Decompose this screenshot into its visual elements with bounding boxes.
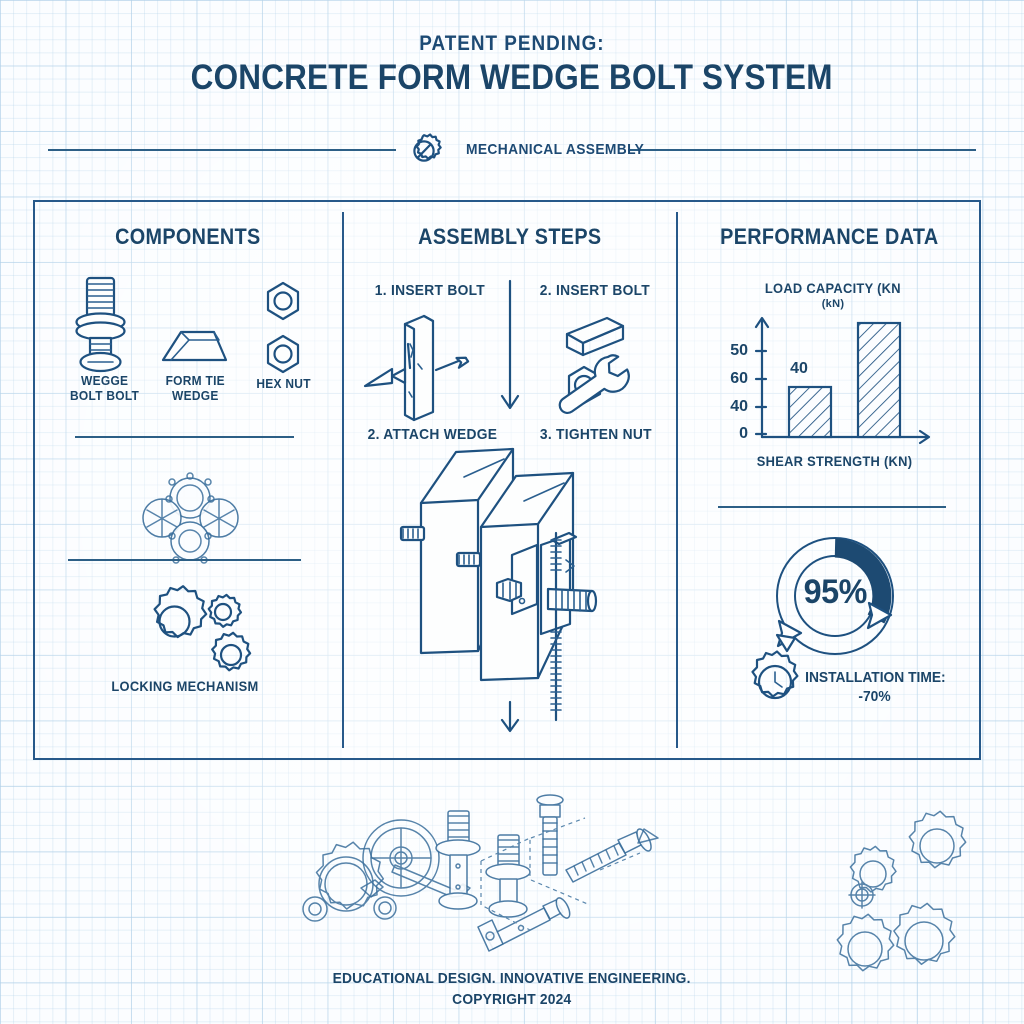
- chart-ytick-1: 60: [730, 370, 748, 387]
- components-rule-2: [68, 559, 301, 561]
- component-label-hex-nut-text: HEX NUT: [256, 376, 312, 391]
- page-title: CONCRETE FORM WEDGE BOLT SYSTEM: [0, 58, 1024, 98]
- step-label-3-text: 2. ATTACH WEDGE: [367, 426, 497, 443]
- header-rule-right: [628, 149, 976, 151]
- chart-ytick-2: 40: [730, 398, 748, 415]
- chart-ytick-3: 0: [739, 425, 748, 442]
- column-title-performance-text: PERFORMANCE DATA: [720, 224, 939, 249]
- step-label-2: 2. INSERT BOLT: [520, 282, 670, 299]
- chart-ytick-0: 50: [730, 342, 748, 359]
- installation-time-stat: INSTALLATION TIME: -70%: [790, 668, 960, 706]
- chart-title: LOAD CAPACITY (KN (kN): [718, 280, 948, 312]
- column-divider-2: [676, 212, 678, 748]
- column-title-components-text: COMPONENTS: [114, 224, 261, 249]
- tie-bolt-icon: [399, 525, 482, 568]
- nut-wrench-icon: [558, 316, 630, 415]
- installation-time-value: -70%: [858, 688, 892, 705]
- performance-rule: [718, 506, 946, 508]
- chart-bar-1: [787, 385, 833, 439]
- step-label-4-text: 3. TIGHTEN NUT: [540, 426, 652, 443]
- donut-value-text: 95%: [803, 573, 867, 611]
- chart-title-text: LOAD CAPACITY (KN: [765, 280, 901, 296]
- gear-no-entry-icon: [413, 133, 442, 162]
- header-rule-left: [48, 149, 396, 151]
- component-label-wedge-bolt-line1: WEGGE: [81, 373, 129, 388]
- locking-mechanism-label: LOCKING MECHANISM: [60, 679, 310, 694]
- down-arrow-icon: [500, 279, 520, 410]
- exploded-form-panel-assembly-icon: [399, 447, 598, 722]
- main-panel-border: [33, 200, 981, 760]
- footer-text: EDUCATIONAL DESIGN. INNOVATIVE ENGINEERI…: [0, 968, 1024, 1010]
- chart-x-axis-label-text: SHEAR STRENGTH (KN): [757, 453, 913, 469]
- badge-label-text: MECHANICAL ASSEMBLY: [466, 141, 645, 158]
- component-label-form-tie-wedge-line2: WEDGE: [171, 388, 219, 403]
- footer-line-2: COPYRIGHT 2024: [452, 991, 572, 1008]
- column-title-components: COMPONENTS: [33, 224, 342, 250]
- badge-label: MECHANICAL ASSEMBLY: [466, 141, 660, 158]
- chart-subtitle-text: (kN): [821, 298, 845, 310]
- badge-row: MECHANICAL ASSEMBLY: [0, 133, 1024, 167]
- bolt-cluster-icon: [142, 472, 239, 564]
- component-label-form-tie-wedge-line1: FORM TIE: [165, 373, 225, 388]
- circular-arrows-icon: [775, 537, 894, 655]
- gears-and-bolts-illustration: [302, 794, 967, 972]
- component-label-hex-nut: HEX NUT: [238, 376, 330, 391]
- installation-time-label: INSTALLATION TIME:: [804, 669, 946, 686]
- footer-bolt-2: [485, 834, 531, 918]
- footer-line-1: EDUCATIONAL DESIGN. INNOVATIVE ENGINEERI…: [332, 970, 692, 987]
- column-divider-1: [342, 212, 344, 748]
- page-title-text: CONCRETE FORM WEDGE BOLT SYSTEM: [190, 58, 833, 97]
- step-label-1-text: 1. INSERT BOLT: [374, 282, 486, 299]
- components-rule-1: [75, 436, 294, 438]
- column-title-performance: PERFORMANCE DATA: [678, 224, 981, 250]
- locking-mechanism-label-text: LOCKING MECHANISM: [111, 678, 259, 694]
- footer-bolt-5: [477, 897, 571, 952]
- eyebrow-text: PATENT PENDING:: [419, 32, 605, 55]
- hex-nut-icon: [266, 281, 300, 374]
- chart-bar-value-label: 40: [790, 360, 808, 377]
- column-title-steps-text: ASSEMBLY STEPS: [418, 224, 602, 249]
- chart-bar-2: [856, 321, 902, 439]
- assembly-flow-arrow-icon: [500, 700, 520, 733]
- step-label-1: 1. INSERT BOLT: [355, 282, 505, 299]
- step-label-4: 3. TIGHTEN NUT: [520, 426, 672, 443]
- wedge-bolt-icon: [75, 276, 126, 373]
- panel-insert-icon: [363, 314, 470, 422]
- footer-bolt-1: [435, 810, 481, 910]
- column-title-steps: ASSEMBLY STEPS: [344, 224, 676, 250]
- step-label-3: 2. ATTACH WEDGE: [352, 426, 512, 443]
- page-eyebrow: PATENT PENDING:: [0, 32, 1024, 56]
- chart-x-axis-label: SHEAR STRENGTH (KN): [700, 453, 970, 469]
- gears-icon: [153, 585, 252, 672]
- donut-value: 95%: [780, 573, 890, 612]
- component-label-wedge-bolt-line2: BOLT BOLT: [70, 388, 140, 403]
- footer-bolt-4: [565, 828, 652, 883]
- gear-clock-icon: [751, 650, 799, 700]
- trapezoid-wedge-icon: [161, 330, 228, 362]
- step-label-2-text: 2. INSERT BOLT: [539, 282, 651, 299]
